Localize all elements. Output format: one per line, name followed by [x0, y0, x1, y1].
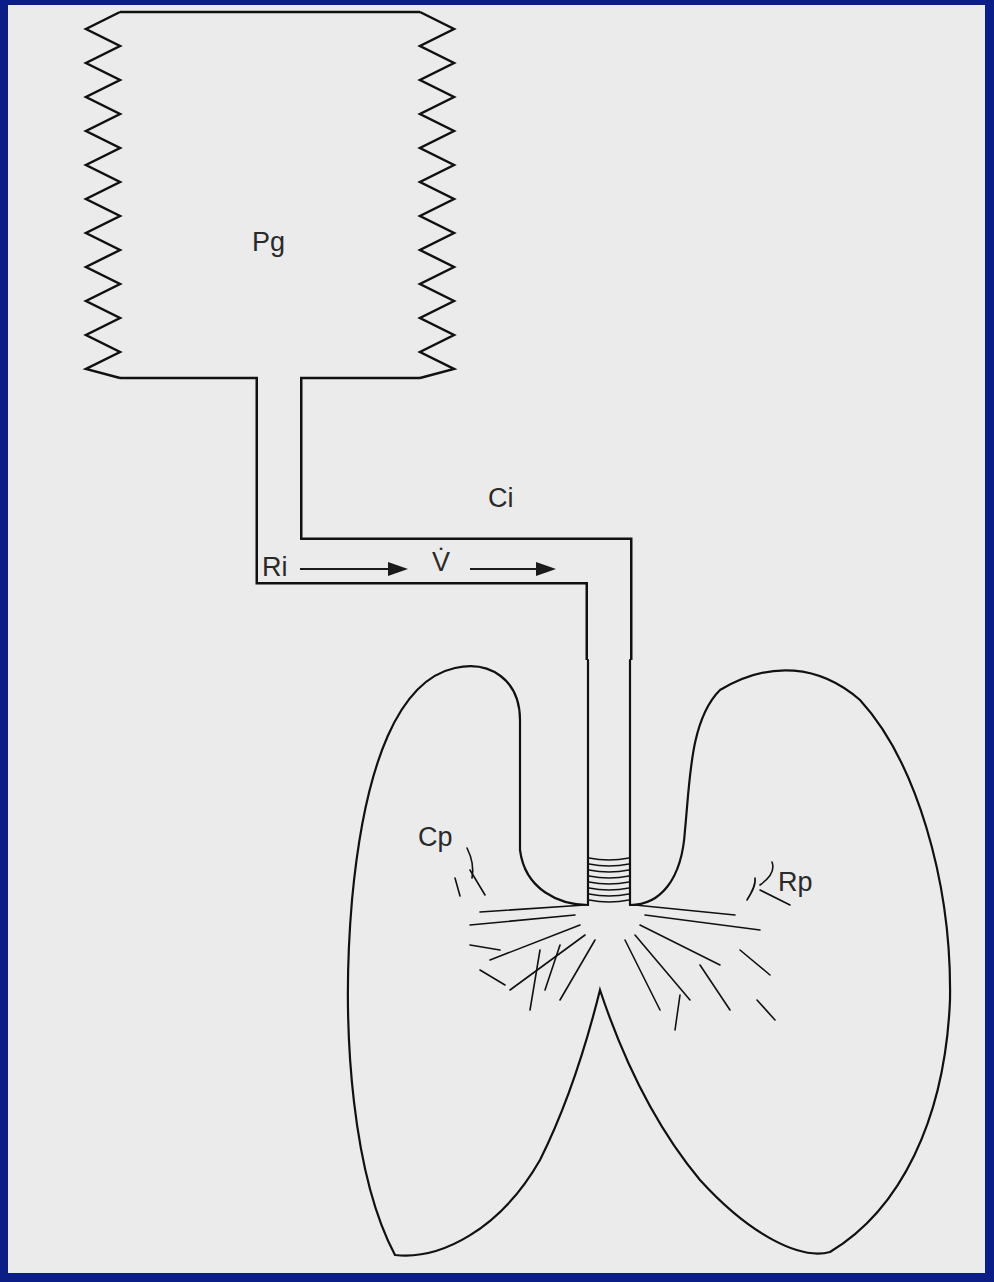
slide-ground: [8, 5, 985, 1273]
lung-parameter-label: Cp: [418, 823, 453, 853]
bellows-shape: [80, 10, 465, 379]
lungs-outline: CpRp: [330, 660, 970, 1265]
parameter-label: Ci: [488, 484, 514, 514]
ventilator-tube: [279, 377, 609, 660]
lung-parameter-label: Rp: [778, 868, 813, 898]
pressure-label: Pg: [252, 228, 285, 258]
lungs-shape: [330, 660, 970, 1265]
bellows-box: Pg: [80, 10, 465, 379]
parameter-label: Ri: [262, 553, 288, 583]
parameter-label: V̇: [432, 548, 450, 578]
